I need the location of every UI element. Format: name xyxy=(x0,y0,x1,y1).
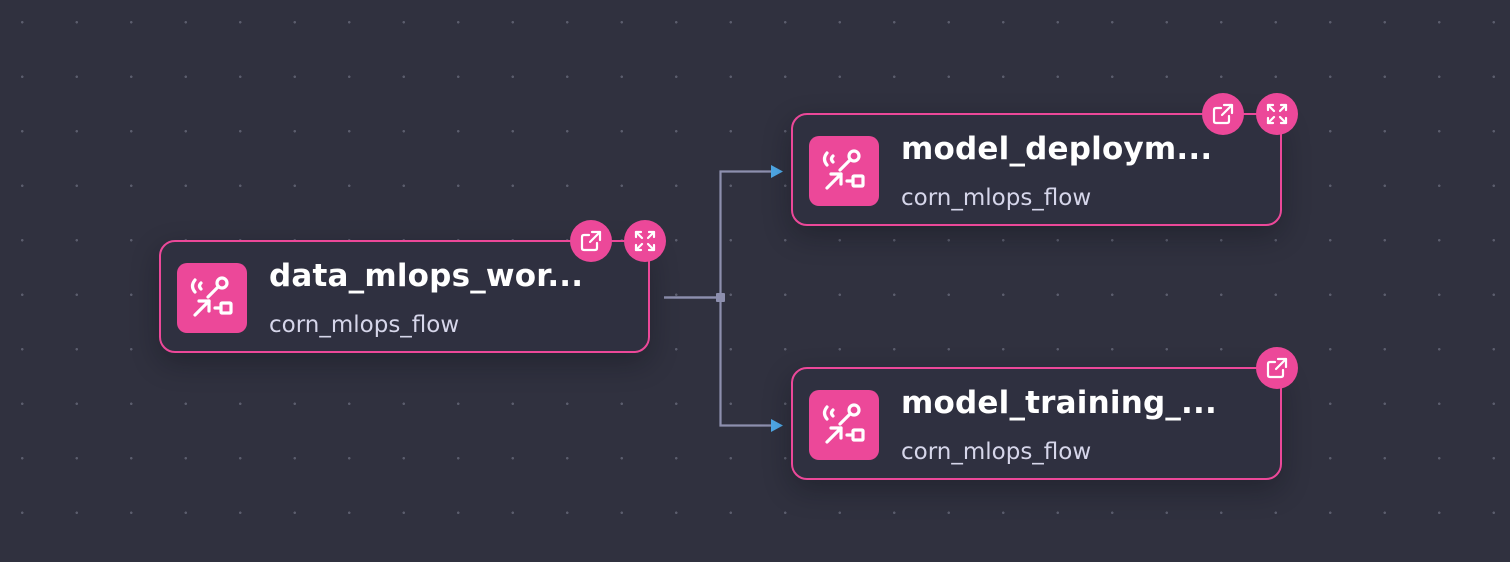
workflow-node-model-training[interactable]: model_training_... corn_mlops_flow xyxy=(791,347,1298,480)
edge-junction xyxy=(716,293,725,302)
workflow-icon xyxy=(809,136,879,206)
open-external-icon xyxy=(580,230,602,252)
arrow-head-icon xyxy=(771,165,783,178)
expand-icon xyxy=(634,230,656,252)
open-external-button[interactable] xyxy=(1202,93,1244,135)
node-title: model_training_... xyxy=(901,385,1217,421)
workflow-node-data-mlops[interactable]: data_mlops_wor... corn_mlops_flow xyxy=(159,220,666,353)
expand-button[interactable] xyxy=(1256,93,1298,135)
node-subtitle: corn_mlops_flow xyxy=(901,185,1092,211)
edge-data-to-deploy xyxy=(664,165,783,299)
node-subtitle: corn_mlops_flow xyxy=(269,312,460,338)
open-external-button[interactable] xyxy=(1256,347,1298,389)
workflow-node-model-deployment[interactable]: model_deploym... corn_mlops_flow xyxy=(791,93,1298,226)
expand-icon xyxy=(1266,103,1288,125)
node-subtitle: corn_mlops_flow xyxy=(901,439,1092,465)
edge-line xyxy=(664,296,772,427)
node-title: data_mlops_wor... xyxy=(269,258,584,294)
arrow-head-icon xyxy=(771,419,783,432)
node-title: model_deploym... xyxy=(901,131,1213,167)
edge-line xyxy=(664,170,772,299)
workflow-icon xyxy=(809,390,879,460)
edge-data-to-train xyxy=(664,296,783,432)
workflow-icon xyxy=(177,263,247,333)
open-external-icon xyxy=(1266,357,1288,379)
open-external-icon xyxy=(1212,103,1234,125)
open-external-button[interactable] xyxy=(570,220,612,262)
expand-button[interactable] xyxy=(624,220,666,262)
